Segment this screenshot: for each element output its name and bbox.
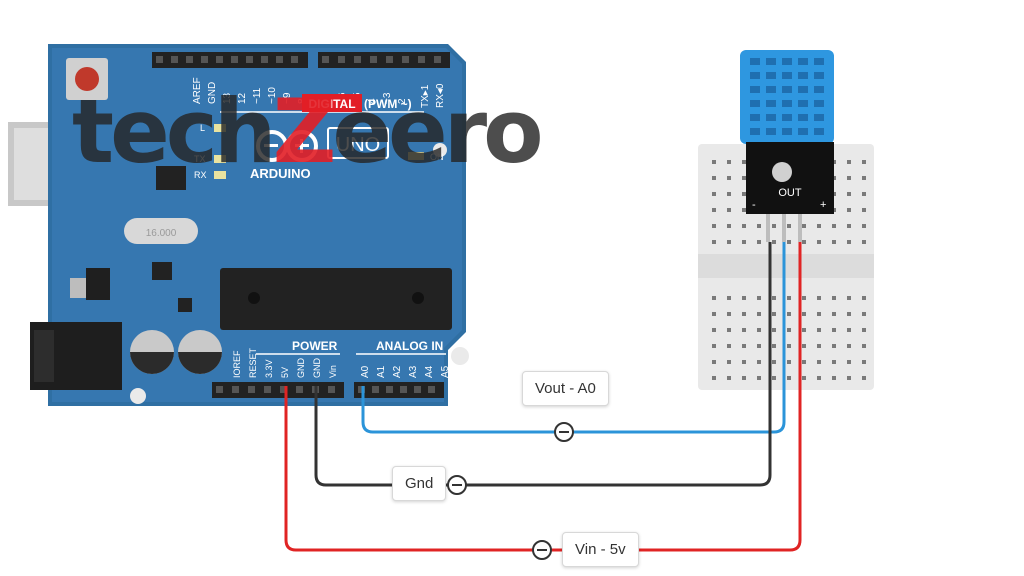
mounting-hole [451, 347, 469, 365]
svg-text:GND: GND [207, 82, 218, 104]
svg-text:~3: ~3 [382, 92, 393, 104]
uno-label: UNO [336, 134, 380, 156]
wire-minus-icon [447, 475, 467, 495]
svg-text:~11: ~11 [252, 87, 263, 104]
mounting-hole [433, 143, 447, 157]
power-title: POWER [292, 339, 338, 353]
svg-text:12: 12 [237, 92, 248, 104]
small-chip [152, 262, 172, 280]
svg-text:3.3V: 3.3V [264, 359, 274, 378]
label-vout-a0: Vout - A0 [522, 371, 609, 406]
usb-chip [156, 166, 186, 190]
label-gnd: Gnd [392, 466, 447, 501]
svg-text:RESET: RESET [248, 347, 258, 378]
svg-text:A3: A3 [408, 365, 419, 378]
on-label: ON [430, 152, 444, 162]
wire-minus-icon [554, 422, 574, 442]
svg-text:A4: A4 [424, 365, 435, 378]
svg-text:13: 13 [222, 92, 233, 104]
svg-text:4: 4 [367, 98, 378, 104]
digital-label-box [302, 94, 362, 112]
sensor-pin [798, 214, 802, 242]
wire-gnd [314, 242, 772, 487]
sensor-grille [750, 58, 824, 135]
dht11-sensor-body [740, 50, 834, 144]
label-vin-5v: Vin - 5v [562, 532, 639, 567]
voltage-regulator [86, 268, 110, 300]
svg-text:~10: ~10 [267, 87, 278, 104]
sensor-plus-mark: + [820, 199, 826, 211]
svg-text:A2: A2 [392, 365, 403, 378]
digital-label: DIGITAL [308, 97, 355, 111]
analog-title: ANALOG IN [376, 339, 443, 353]
svg-text:2: 2 [397, 98, 408, 104]
svg-text:A0: A0 [360, 365, 371, 378]
svg-text:AREF: AREF [192, 77, 203, 104]
led [214, 155, 226, 163]
led [214, 124, 226, 132]
digital-header-right [318, 52, 450, 68]
on-led [408, 152, 424, 160]
pwm-label: (PWM ~) [364, 97, 412, 111]
analog-pin-labels: A0 A1 A2 A3 A4 A5 [360, 365, 451, 378]
svg-text:~9: ~9 [282, 92, 293, 104]
svg-text:A1: A1 [376, 365, 387, 378]
header-pins [156, 56, 441, 63]
power-header [212, 382, 344, 398]
svg-text:Vin: Vin [328, 365, 338, 378]
arduino-logo [256, 130, 318, 162]
arduino-label: ARDUINO [250, 166, 311, 181]
led-label: TX [194, 154, 206, 164]
svg-text:TX▸1: TX▸1 [420, 84, 431, 108]
crystal-oscillator [124, 218, 198, 244]
svg-text:IOREF: IOREF [232, 350, 242, 378]
uno-label-box [327, 127, 389, 159]
sensor-out-label: OUT [778, 187, 802, 199]
power-pin-labels: IOREF RESET 3.3V 5V GND GND Vin [232, 347, 338, 378]
svg-text:A5: A5 [440, 365, 451, 378]
svg-text:GND: GND [296, 358, 306, 379]
led-label: RX [194, 170, 207, 180]
mounting-hole [130, 388, 146, 404]
sensor-pin [782, 214, 786, 242]
svg-text:RX◂0: RX◂0 [435, 83, 446, 108]
wire-minus-icon [532, 540, 552, 560]
led [214, 171, 226, 179]
sensor-pin [766, 214, 770, 242]
svg-text:5V: 5V [280, 367, 290, 378]
sensor-minus-mark: - [752, 199, 756, 211]
atmega-chip [220, 268, 452, 330]
led-label: L [200, 123, 205, 133]
svg-text:GND: GND [312, 358, 322, 379]
crystal-label: 16.000 [146, 228, 177, 239]
techzeero-watermark: techZeero [72, 80, 544, 183]
